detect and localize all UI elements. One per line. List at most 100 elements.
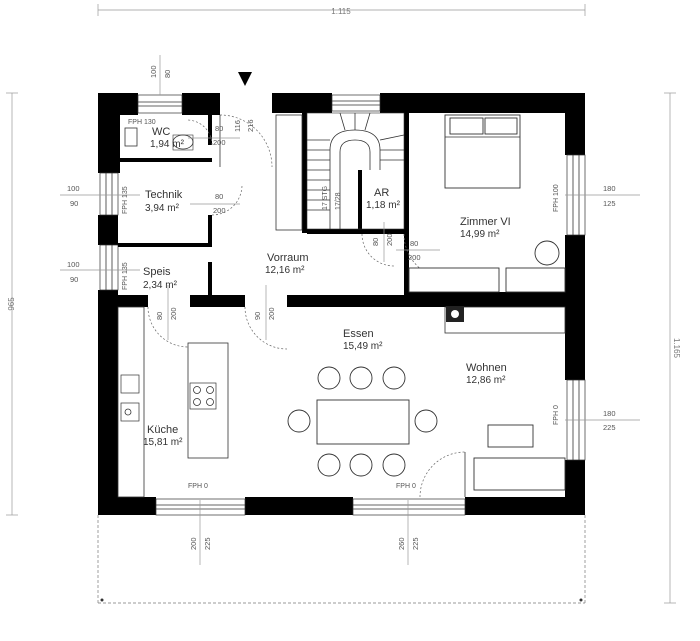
living-furniture — [444, 306, 566, 491]
room-area-essen: 15,49 m² — [343, 341, 383, 352]
kueche-door[interactable] — [244, 306, 288, 350]
chair — [382, 453, 406, 477]
outer-walls — [98, 93, 585, 515]
room-area-vorraum: 12,16 m² — [265, 265, 305, 276]
fph-label-speis: FPH 135 — [122, 262, 129, 290]
room-area-wc: 1,94 m² — [150, 139, 185, 150]
room-name-zimmer: Zimmer VI — [460, 216, 511, 228]
ar-door-height: 200 — [385, 233, 394, 246]
technik-door[interactable] — [211, 184, 243, 216]
chair — [414, 409, 438, 433]
vorraum-door-height: 200 — [267, 307, 276, 320]
pillow-left — [449, 117, 484, 135]
room-area-ar: 1,18 m² — [366, 200, 401, 211]
zimmer-door[interactable] — [403, 233, 450, 280]
wc-door-height: 200 — [213, 138, 226, 147]
room-area-technik: 3,94 m² — [145, 203, 180, 214]
wc-door-width: 80 — [215, 124, 223, 133]
desk — [505, 267, 566, 293]
entry-door[interactable] — [219, 114, 273, 168]
entry-arrow-icon — [238, 72, 252, 86]
fph-label-technik: FPH 135 — [122, 186, 129, 214]
dimension-lines: 1.115 965 1.165 — [6, 4, 681, 604]
dimension-left: 965 — [7, 297, 16, 311]
fph-labels: FPH 130 FPH 135 FPH 135 FPH 100 FPH 0 FP… — [122, 119, 560, 490]
terrace-outline — [97, 515, 586, 604]
bedroom-furniture — [408, 114, 566, 293]
kitchen-sink — [120, 374, 140, 394]
room-name-wc: WC — [152, 126, 170, 138]
room-name-ar: AR — [374, 187, 389, 199]
fph-label-zimmer: FPH 100 — [553, 184, 560, 212]
zimmer-window-width: 180 — [603, 184, 616, 193]
vorraum-door-width: 90 — [253, 312, 262, 320]
sideboard — [444, 306, 566, 334]
speis-window-height: 90 — [70, 275, 78, 284]
kitchen-counter — [117, 306, 145, 498]
wc-door[interactable] — [186, 119, 213, 146]
chair — [534, 240, 560, 266]
room-name-technik: Technik — [145, 189, 183, 201]
technik-door-height: 200 — [213, 206, 226, 215]
fph-label-essen: FPH 0 — [396, 483, 416, 490]
kitchen-sink-2 — [120, 402, 140, 422]
room-name-kueche: Küche — [147, 424, 178, 436]
terrace-door[interactable] — [419, 451, 466, 498]
room-name-essen: Essen — [343, 328, 374, 340]
room-area-zimmer: 14,99 m² — [460, 229, 500, 240]
wc-fixtures — [124, 127, 194, 151]
speis-window-width: 100 — [67, 260, 80, 269]
wc-window-height: 80 — [163, 70, 172, 78]
zimmer-door-width: 80 — [410, 239, 418, 248]
doors[interactable] — [147, 119, 466, 498]
kueche-window-width: 200 — [189, 537, 198, 550]
entry-height: 216 — [246, 119, 255, 132]
dining-table — [316, 399, 410, 445]
essen-window-height: 225 — [411, 537, 420, 550]
fph-label-wohnen: FPH 0 — [553, 405, 560, 425]
wohnen-window-width: 180 — [603, 409, 616, 418]
entry-width: 116 — [233, 120, 242, 132]
dimension-right: 1.165 — [672, 338, 681, 359]
wardrobe — [275, 114, 303, 231]
speis-door-width: 80 — [155, 312, 164, 320]
interior-walls — [118, 113, 567, 307]
chair — [349, 453, 373, 477]
chair — [317, 366, 341, 390]
wc-window-width: 100 — [149, 65, 158, 78]
opening-dimensions: 100 80 80 200 116 216 100 90 80 200 100 … — [60, 55, 640, 565]
essen-window-width: 260 — [397, 537, 406, 550]
technik-door-width: 80 — [215, 192, 223, 201]
wohnen-window-height: 225 — [603, 423, 616, 432]
room-labels: WC 1,94 m² Technik 3,94 m² Speis 2,34 m²… — [143, 126, 511, 448]
speis-door-height: 200 — [169, 307, 178, 320]
room-name-wohnen: Wohnen — [466, 362, 507, 374]
wardrobe-bedroom — [408, 267, 500, 293]
chair — [287, 409, 311, 433]
kitchen-furniture — [117, 306, 229, 498]
room-area-wohnen: 12,86 m² — [466, 375, 506, 386]
room-area-kueche: 15,81 m² — [143, 437, 183, 448]
room-name-speis: Speis — [143, 266, 171, 278]
zimmer-window-height: 125 — [603, 199, 616, 208]
ar-door[interactable] — [361, 233, 395, 267]
coffee-table — [487, 424, 534, 448]
toilet — [124, 127, 138, 147]
zimmer-door-height: 200 — [408, 253, 421, 262]
staircase: 17 STG 17/28 — [306, 112, 405, 230]
chair — [317, 453, 341, 477]
dining-furniture — [287, 366, 438, 477]
chair — [349, 366, 373, 390]
dimension-top: 1.115 — [331, 7, 351, 16]
technik-window-width: 100 — [67, 184, 80, 193]
fph-label-kueche: FPH 0 — [188, 483, 208, 490]
room-name-vorraum: Vorraum — [267, 252, 309, 264]
kueche-window-height: 225 — [203, 537, 212, 550]
sofa — [473, 457, 566, 491]
stair-count-label: 17 STG — [322, 186, 329, 210]
chair — [382, 366, 406, 390]
stair-size-label: 17/28 — [335, 192, 342, 210]
technik-window-height: 90 — [70, 199, 78, 208]
room-area-speis: 2,34 m² — [143, 280, 178, 291]
